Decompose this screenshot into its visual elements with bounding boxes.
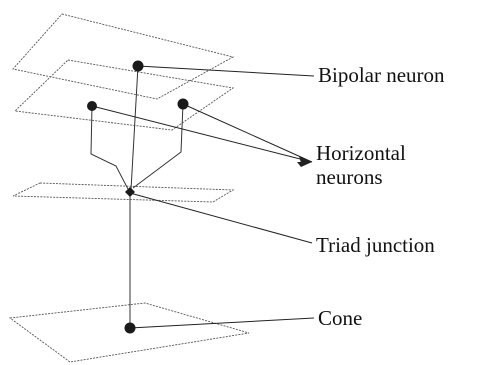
horizontal-neuron-node-right: [177, 98, 189, 110]
bipolar-plane: [12, 13, 235, 100]
horizontal-leader-left: [91, 105, 313, 163]
horizontal-neurons-label-line2: neurons: [316, 165, 383, 189]
horizontal-neurons-label-line1: Horizontal: [316, 141, 406, 165]
cone-node: [124, 322, 136, 334]
horizontal-plane: [14, 59, 235, 131]
cone-leader: [129, 317, 315, 329]
triad-leader: [129, 192, 313, 244]
cone-plane: [8, 302, 250, 363]
bipolar-leader: [137, 65, 315, 77]
cone-label: Cone: [318, 306, 363, 330]
right-horizontal-process: [132, 103, 184, 189]
horizontal-leader-right: [182, 103, 313, 163]
bipolar-neuron-label: Bipolar neuron: [318, 63, 445, 87]
triad-junction-node: [125, 187, 135, 197]
triad-junction-label: Triad junction: [316, 233, 435, 257]
arrowhead-left: [299, 156, 312, 163]
arrowhead-right: [297, 162, 312, 167]
horizontal-neuron-node-left: [87, 101, 97, 111]
triad-plane: [12, 182, 235, 203]
left-horizontal-process: [90, 105, 130, 192]
bipolar-axon: [130, 65, 139, 191]
bipolar-neuron-node: [132, 60, 144, 72]
